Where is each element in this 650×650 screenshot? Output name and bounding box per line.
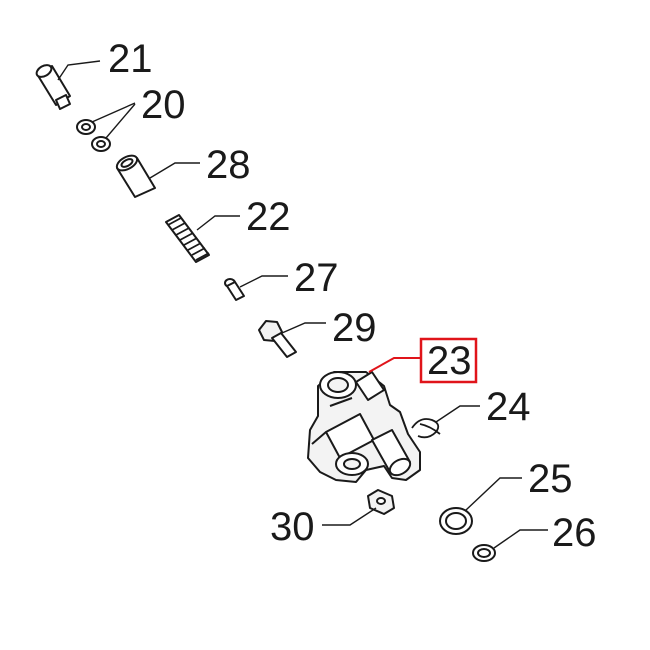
label-20: 20 <box>141 83 186 127</box>
part-22-spring <box>165 214 240 263</box>
highlight-box-23 <box>419 337 478 384</box>
part-20-washers <box>76 102 136 152</box>
label-24: 24 <box>486 385 531 429</box>
part-30-nut <box>322 489 395 526</box>
part-25-o-ring <box>439 477 522 535</box>
label-26: 26 <box>552 511 597 555</box>
part-23-housing <box>307 371 421 483</box>
label-30: 30 <box>270 505 315 549</box>
part-26-o-ring <box>472 529 548 562</box>
label-28: 28 <box>206 143 251 187</box>
label-21: 21 <box>108 37 153 81</box>
part-28-sleeve <box>115 154 200 198</box>
highlight-leader-23 <box>368 357 421 373</box>
part-21-pin <box>35 60 101 110</box>
label-29: 29 <box>332 306 377 350</box>
label-23: 23 <box>427 339 472 383</box>
label-22: 22 <box>246 195 291 239</box>
part-24-clip <box>411 405 480 439</box>
part-29-bolt <box>258 320 326 358</box>
part-27-valve <box>224 275 288 301</box>
label-27: 27 <box>294 256 339 300</box>
label-25: 25 <box>528 457 573 501</box>
